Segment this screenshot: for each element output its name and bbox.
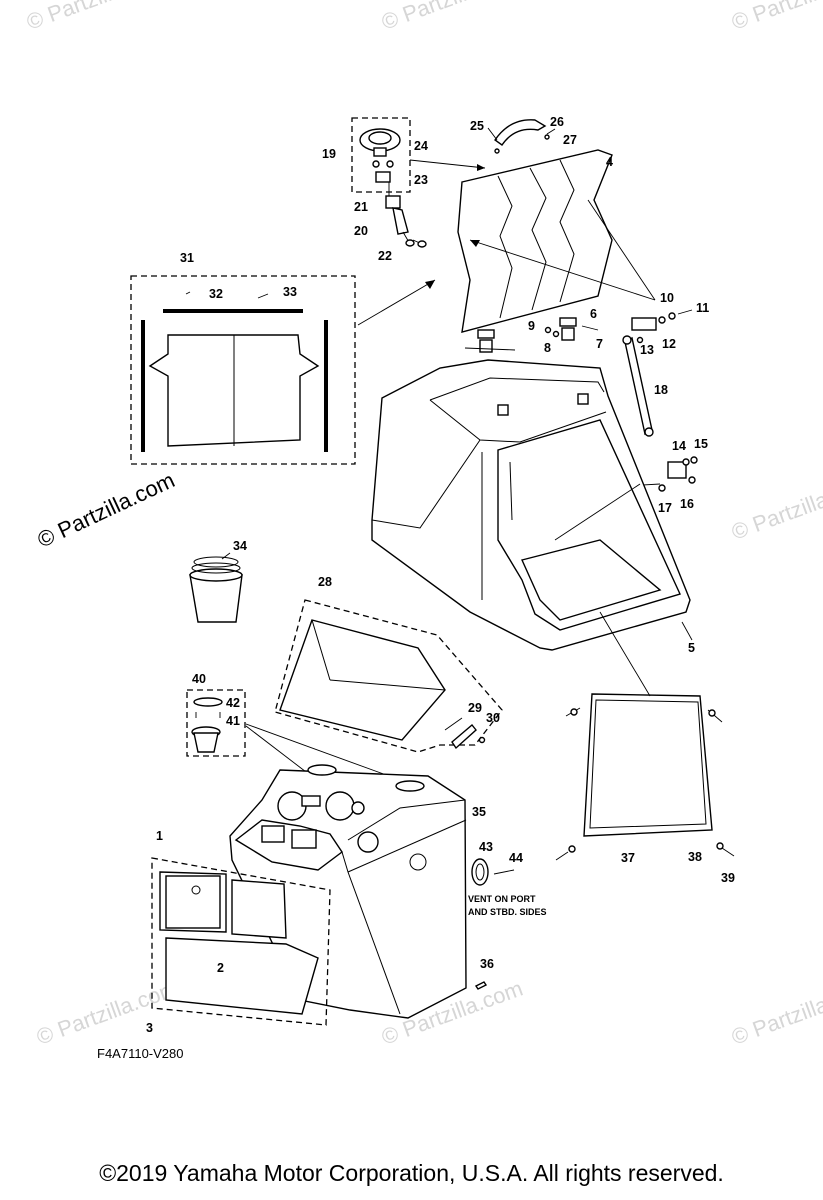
watermark: © Partzilla.com: [378, 0, 526, 35]
callout-37: 37: [621, 851, 635, 865]
callout-1: 1: [156, 829, 163, 843]
callout-8: 8: [544, 341, 551, 355]
cover-kit: [130, 275, 436, 465]
watermark: © Partzilla.com: [728, 0, 823, 35]
callout-27: 27: [563, 133, 577, 147]
latch-assembly: [351, 117, 486, 248]
callout-38: 38: [688, 850, 702, 864]
callout-36: 36: [480, 957, 494, 971]
callout-43: 43: [479, 840, 493, 854]
cup-holder-part: [189, 552, 243, 623]
callout-2: 2: [217, 961, 224, 975]
callout-33: 33: [283, 285, 297, 299]
callout-9: 9: [528, 319, 535, 333]
callout-32: 32: [209, 287, 223, 301]
callout-31: 31: [180, 251, 194, 265]
callout-17: 17: [658, 501, 672, 515]
callout-30: 30: [486, 711, 500, 725]
callout-4: 4: [606, 155, 613, 169]
callout-3: 3: [146, 1021, 153, 1035]
callout-26: 26: [550, 115, 564, 129]
watermark-main: © Partzilla.com: [34, 467, 179, 552]
diagram-code: F4A7110-V280: [97, 1046, 184, 1061]
callout-41: 41: [226, 714, 240, 728]
fastener-parts: [451, 723, 486, 750]
callout-19: 19: [322, 147, 336, 161]
cupholder-kit: [186, 689, 401, 781]
copyright-notice: ©2019 Yamaha Motor Corporation, U.S.A. A…: [99, 1160, 724, 1186]
callout-28: 28: [318, 575, 332, 589]
callout-13: 13: [640, 343, 654, 357]
screw-part: [474, 981, 488, 990]
callout-15: 15: [694, 437, 708, 451]
vent-note-line2: AND STBD. SIDES: [468, 907, 547, 917]
callout-22: 22: [378, 249, 392, 263]
callout-25: 25: [470, 119, 484, 133]
watermark: © Partzilla.com: [33, 976, 181, 1050]
hinge-parts: [464, 309, 693, 353]
top-panel: [457, 149, 656, 333]
callout-29: 29: [468, 701, 482, 715]
callout-42: 42: [226, 696, 240, 710]
gas-strut: [622, 335, 654, 437]
callout-40: 40: [192, 672, 206, 686]
callout-44: 44: [509, 851, 523, 865]
callout-16: 16: [680, 497, 694, 511]
callout-14: 14: [672, 439, 686, 453]
callout-39: 39: [721, 871, 735, 885]
vent-part: [471, 858, 515, 886]
watermark: © Partzilla.com: [23, 0, 171, 35]
callout-21: 21: [354, 200, 368, 214]
callout-34: 34: [233, 539, 247, 553]
callout-5: 5: [688, 641, 695, 655]
console-hood: [371, 359, 693, 651]
callout-20: 20: [354, 224, 368, 238]
access-panel: [151, 857, 331, 1026]
vent-note-line1: VENT ON PORT: [468, 894, 536, 904]
callout-layer: 1 2 3 4 5 6 7 8 9 10 11 12 13 14 15 16 1…: [146, 115, 735, 1035]
watermark: © Partzilla.com: [728, 976, 823, 1050]
pocket-panel: [274, 599, 503, 753]
lower-frame: [555, 611, 735, 861]
callout-12: 12: [662, 337, 676, 351]
callout-23: 23: [414, 173, 428, 187]
callout-18: 18: [654, 383, 668, 397]
callout-10: 10: [660, 291, 674, 305]
callout-7: 7: [596, 337, 603, 351]
callout-11: 11: [696, 301, 709, 315]
callout-35: 35: [472, 805, 486, 819]
watermark: © Partzilla.com: [728, 471, 823, 545]
lower-bracket: [625, 456, 698, 492]
callout-6: 6: [590, 307, 597, 321]
callout-24: 24: [414, 139, 428, 153]
handle-part: [487, 119, 556, 154]
